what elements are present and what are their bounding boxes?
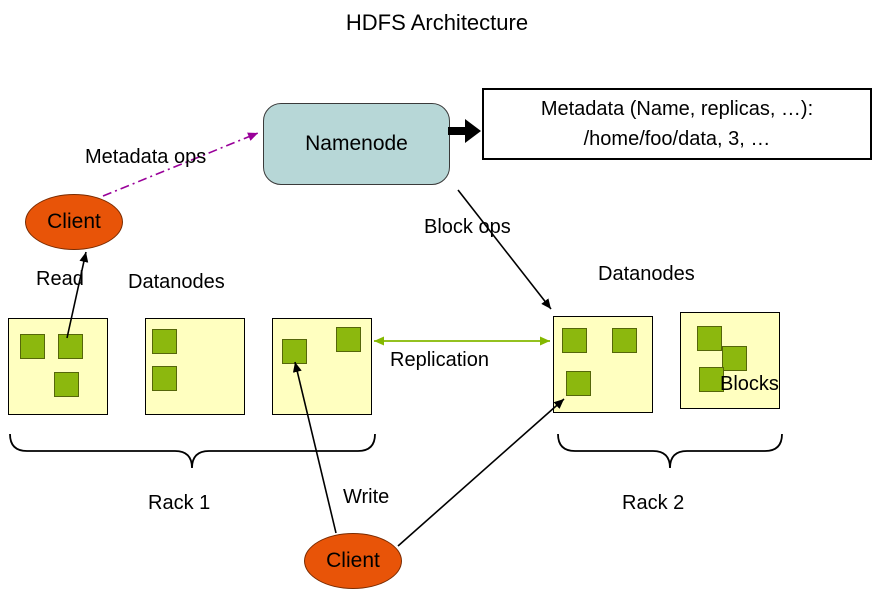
data-block	[58, 334, 83, 359]
client-top-label: Client	[47, 210, 101, 233]
datanodes-right-label: Datanodes	[598, 263, 695, 285]
namenode-box: Namenode	[263, 103, 450, 185]
data-block	[699, 367, 724, 392]
datanode-box-rack1-1	[8, 318, 108, 415]
namenode-to-metadata-arrow	[448, 119, 481, 143]
replication-label: Replication	[390, 349, 489, 371]
rack1-label: Rack 1	[148, 492, 211, 514]
metadata-box: Metadata (Name, replicas, …): /home/foo/…	[482, 88, 872, 160]
write-label: Write	[343, 486, 390, 508]
metadata-line1: Metadata (Name, replicas, …):	[540, 98, 814, 120]
client-bottom-oval: Client	[304, 533, 402, 589]
namenode-label: Namenode	[305, 132, 408, 155]
write-arrow-rack2	[397, 398, 565, 547]
data-block	[20, 334, 45, 359]
data-block	[697, 326, 722, 351]
data-block	[722, 346, 747, 371]
data-block	[282, 339, 307, 364]
data-block	[336, 327, 361, 352]
data-block	[566, 371, 591, 396]
read-label: Read	[36, 268, 84, 290]
datanodes-left-label: Datanodes	[128, 271, 225, 293]
metadata-ops-label: Metadata ops	[85, 146, 207, 168]
rack1-brace	[9, 433, 376, 469]
blocks-label: Blocks	[720, 373, 779, 395]
rack2-label: Rack 2	[622, 492, 685, 514]
data-block	[54, 372, 79, 397]
client-top-oval: Client	[25, 194, 123, 250]
data-block	[562, 328, 587, 353]
data-block	[612, 328, 637, 353]
rack2-brace	[557, 433, 783, 469]
data-block	[152, 329, 177, 354]
block-ops-arrow	[457, 189, 552, 310]
diagram-title: HDFS Architecture	[345, 10, 529, 35]
metadata-line2: /home/foo/data, 3, …	[583, 128, 771, 150]
data-block	[152, 366, 177, 391]
client-bottom-label: Client	[326, 549, 380, 572]
block-ops-label: Block ops	[424, 216, 511, 238]
